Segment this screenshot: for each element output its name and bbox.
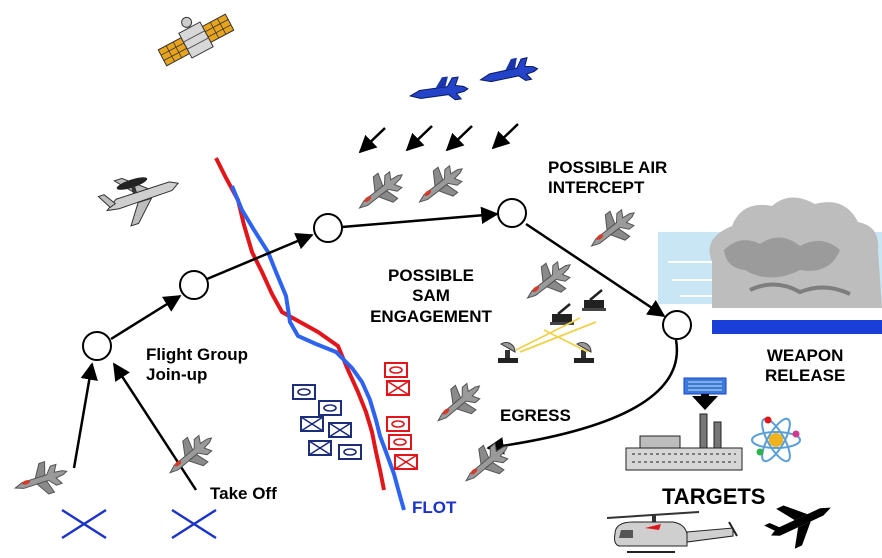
waypoint-5: [662, 310, 692, 340]
weapon-release-bar: [712, 320, 882, 334]
join-up-line-2: Join-up: [146, 365, 208, 385]
sam-beams: [515, 317, 597, 353]
flot-label: FLOT: [412, 498, 457, 517]
waypoint-1: [82, 331, 112, 361]
enemy-ground-units: [384, 362, 418, 470]
flot-blue-line: [230, 185, 406, 511]
awacs-icon: [97, 177, 180, 227]
weapon-release-line-1: WEAPON: [766, 346, 844, 365]
helicopter-icon: [606, 511, 738, 553]
sam-line-1: POSSIBLE: [388, 266, 474, 285]
interceptor-jet-icon: [407, 53, 540, 107]
weapon-release-label: WEAPON RELEASE: [765, 346, 845, 387]
storm-cloud-icon: [658, 197, 882, 308]
attack-arrows: [358, 123, 519, 154]
join-up-line-1: Flight Group: [146, 345, 248, 364]
factory-icon: [625, 413, 743, 471]
take-off-label: Take Off: [210, 484, 277, 503]
waypoint-2: [179, 270, 209, 300]
waypoints: [82, 198, 692, 361]
waypoint-3: [313, 213, 343, 243]
possible-air-intercept-line-2: INTERCEPT: [548, 178, 645, 198]
waypoint-4: [497, 198, 527, 228]
sam-line-2: SAM: [412, 286, 450, 306]
flot-red-line: [214, 157, 386, 491]
possible-sam-engagement-label: POSSIBLE SAM ENGAGEMENT: [356, 266, 506, 327]
egress-label: EGRESS: [500, 406, 571, 425]
sam-line-3: ENGAGEMENT: [370, 306, 492, 326]
friendly-ground-units: [292, 384, 362, 460]
transport-plane-icon: [764, 505, 831, 549]
satellite-icon: [157, 13, 235, 67]
weapon-release-line-2: RELEASE: [765, 366, 846, 386]
possible-air-intercept-line-1: POSSIBLE AIR: [548, 158, 668, 177]
airbase-x-icon: [60, 508, 218, 540]
radar-icon: [497, 341, 595, 364]
possible-air-intercept-label: POSSIBLE AIR INTERCEPT: [548, 158, 667, 199]
flight-route: [72, 206, 679, 491]
flight-group-join-up-label: Flight Group Join-up: [146, 345, 248, 386]
targets-label: TARGETS: [662, 484, 766, 509]
atom-icon: [751, 416, 801, 463]
bomb-icon: [683, 377, 727, 410]
